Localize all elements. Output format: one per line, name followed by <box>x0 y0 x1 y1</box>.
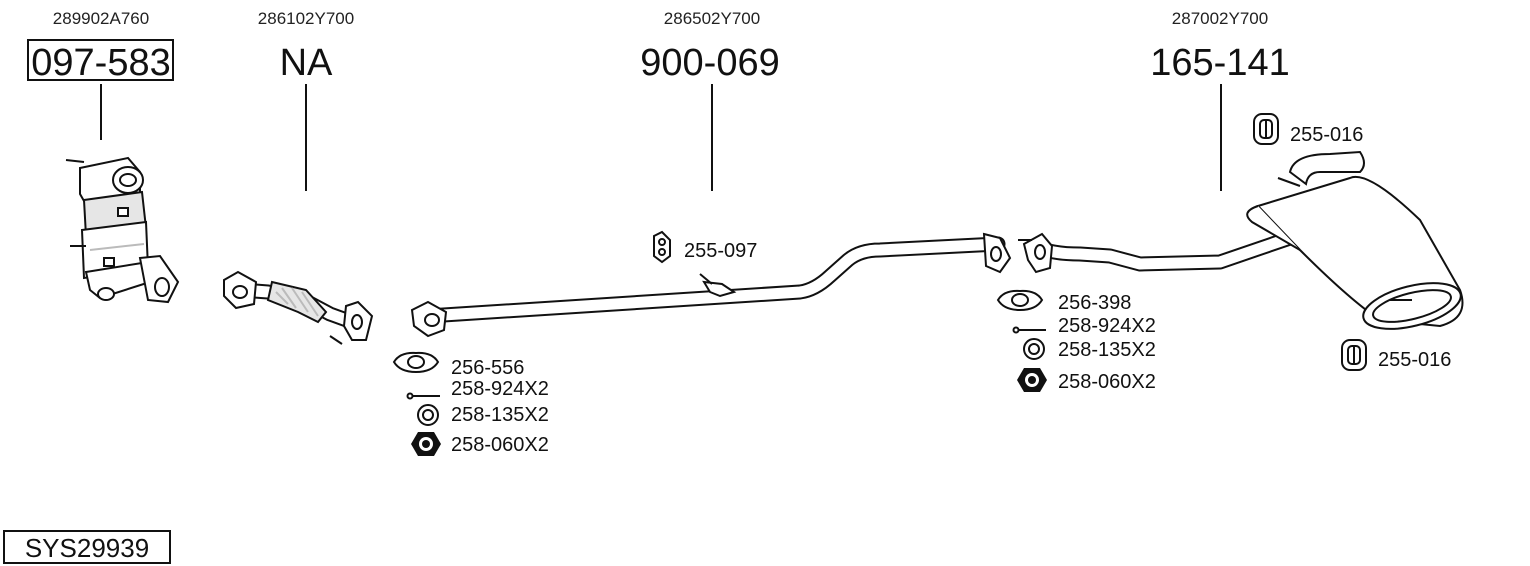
oem-number-rear-silencer: 287002Y700 <box>1172 9 1268 28</box>
rear-mount-top-label: 255-016 <box>1290 124 1363 146</box>
nut-icon[interactable] <box>1017 368 1047 392</box>
oem-number-middle-pipe: 286502Y700 <box>664 9 760 28</box>
rubber-mount-icon[interactable] <box>1253 113 1279 145</box>
joint2-washer-label: 258-135X2 <box>1058 339 1156 361</box>
joint2-nut-label: 258-060X2 <box>1058 371 1156 393</box>
front-pipe[interactable] <box>223 270 374 345</box>
part-number-middle-pipe[interactable]: 900-069 <box>640 42 779 84</box>
joint1-washer-label: 258-135X2 <box>451 404 549 426</box>
bolt-icon[interactable] <box>1012 326 1047 334</box>
joint1-bolt-label: 258-924X2 <box>451 378 549 400</box>
part-number-catalyst[interactable]: 097-583 <box>31 42 170 84</box>
catalytic-converter[interactable] <box>65 156 180 304</box>
oem-number-catalyst: 289902A760 <box>53 9 149 28</box>
bolt-icon[interactable] <box>406 392 441 400</box>
part-number-front-pipe[interactable]: NA <box>280 42 333 84</box>
front-mount-label: 255-097 <box>684 240 757 262</box>
joint2-gasket-label: 256-398 <box>1058 292 1131 314</box>
washer-icon[interactable] <box>417 404 439 426</box>
rubber-mount-icon[interactable] <box>653 230 671 264</box>
nut-icon[interactable] <box>411 432 441 456</box>
gasket-icon[interactable] <box>392 351 440 374</box>
gasket-icon[interactable] <box>996 289 1044 312</box>
rear-silencer[interactable] <box>1018 150 1465 338</box>
washer-icon[interactable] <box>1023 338 1045 360</box>
joint1-gasket-label: 256-556 <box>451 357 524 379</box>
middle-pipe[interactable] <box>410 232 1012 338</box>
joint2-bolt-label: 258-924X2 <box>1058 315 1156 337</box>
joint1-nut-label: 258-060X2 <box>451 434 549 456</box>
part-number-rear-silencer[interactable]: 165-141 <box>1150 42 1289 84</box>
rubber-mount-icon[interactable] <box>1341 339 1367 371</box>
rear-mount-bottom-label: 255-016 <box>1378 349 1451 371</box>
oem-number-front-pipe: 286102Y700 <box>258 9 354 28</box>
system-code-box <box>3 530 171 564</box>
system-code: SYS29939 <box>25 533 149 563</box>
part-number-box <box>27 39 174 81</box>
